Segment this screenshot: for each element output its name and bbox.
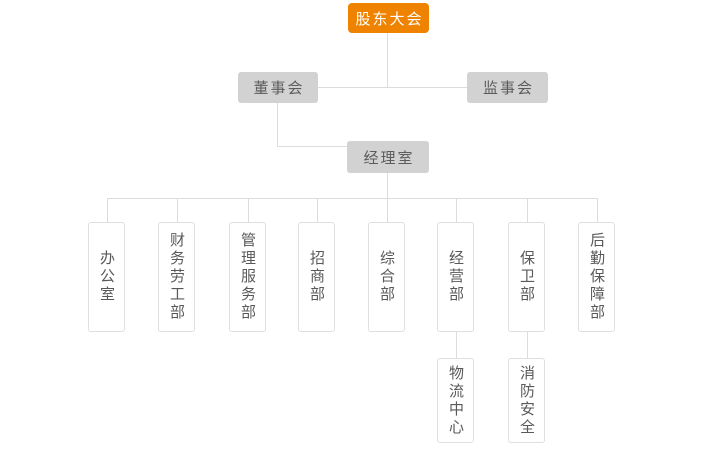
node-label: 后勤保障部 <box>588 232 605 322</box>
connector-stub-finance-labor <box>177 198 178 222</box>
node-comprehensive-dept: 综合部 <box>368 222 405 332</box>
node-label: 办公室 <box>98 250 115 304</box>
node-logistics-center: 物流中心 <box>437 358 474 443</box>
node-supervisory-board: 监事会 <box>467 72 548 103</box>
connector-root-down <box>387 33 388 87</box>
connector-stub-general-office <box>107 198 108 222</box>
connector-manager-down <box>387 173 388 222</box>
connector-security-to-fire-safety <box>527 332 528 358</box>
node-shareholders-meeting: 股东大会 <box>348 3 429 33</box>
node-label: 财务劳工部 <box>168 232 185 322</box>
connector-stub-security <box>527 198 528 222</box>
node-security-dept: 保卫部 <box>508 222 545 332</box>
node-label: 保卫部 <box>518 250 535 304</box>
node-label: 物流中心 <box>447 364 464 437</box>
node-management-service-dept: 管理服务部 <box>229 222 266 332</box>
node-board-of-directors: 董事会 <box>238 72 318 103</box>
node-label: 综合部 <box>378 250 395 304</box>
node-manager-office: 经理室 <box>347 141 429 173</box>
connector-operation-to-logistics-center <box>456 332 457 358</box>
node-fire-safety: 消防安全 <box>508 358 545 443</box>
connector-departments-horizontal <box>107 198 597 199</box>
node-label: 招商部 <box>308 250 325 304</box>
node-finance-labor-dept: 财务劳工部 <box>158 222 195 332</box>
node-label: 管理服务部 <box>239 232 256 322</box>
connector-stub-investment-promotion <box>317 198 318 222</box>
node-label: 消防安全 <box>518 364 535 437</box>
connector-board-down <box>277 103 278 147</box>
connector-stub-operation <box>456 198 457 222</box>
node-logistics-support-dept: 后勤保障部 <box>578 222 615 332</box>
node-general-office: 办公室 <box>88 222 125 332</box>
connector-board-to-manager <box>277 146 347 147</box>
connector-stub-logistics-support <box>597 198 598 222</box>
connector-boards-horizontal <box>318 87 467 88</box>
connector-stub-management-service <box>248 198 249 222</box>
node-label: 经营部 <box>447 250 464 304</box>
node-investment-promotion-dept: 招商部 <box>298 222 335 332</box>
node-operation-dept: 经营部 <box>437 222 474 332</box>
